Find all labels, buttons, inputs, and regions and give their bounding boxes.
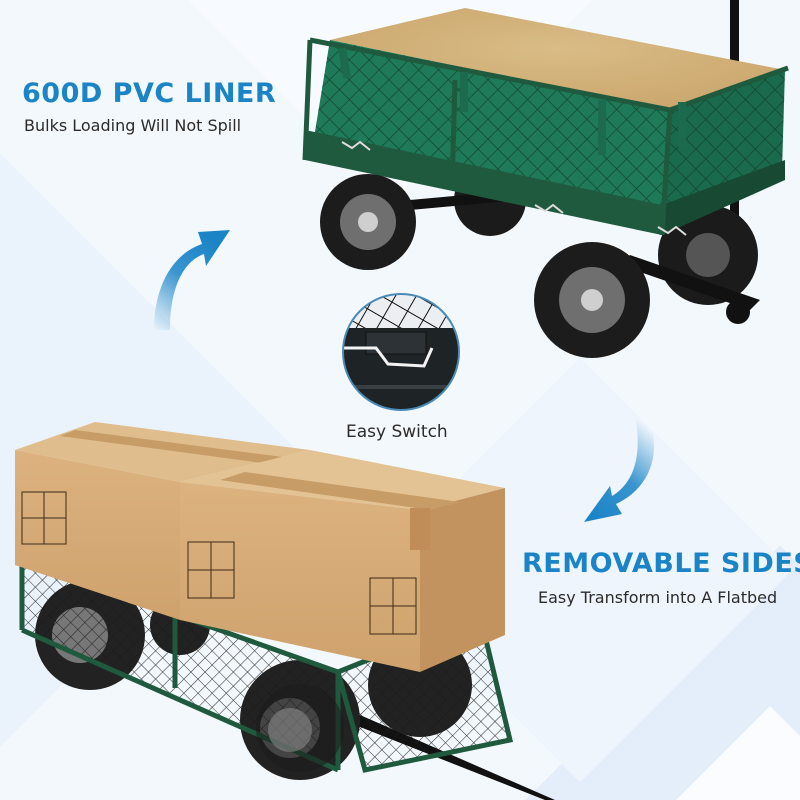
feature-title-liner: 600D PVC LINER [22,78,277,109]
easy-switch-latch-inset [342,293,460,411]
easy-switch-caption: Easy Switch [346,422,448,442]
curved-arrow-down-icon [584,420,655,522]
feature-subtitle-liner: Bulks Loading Will Not Spill [24,116,242,135]
feature-subtitle-removable-sides: Easy Transform into A Flatbed [538,588,778,607]
curved-arrow-up-icon [154,230,230,330]
cart-with-liner-image [302,0,789,358]
box-handling-symbols [21,491,417,635]
feature-title-removable-sides: REMOVABLE SIDES [522,548,800,579]
cart-flatbed-with-boxes-image [15,422,555,800]
